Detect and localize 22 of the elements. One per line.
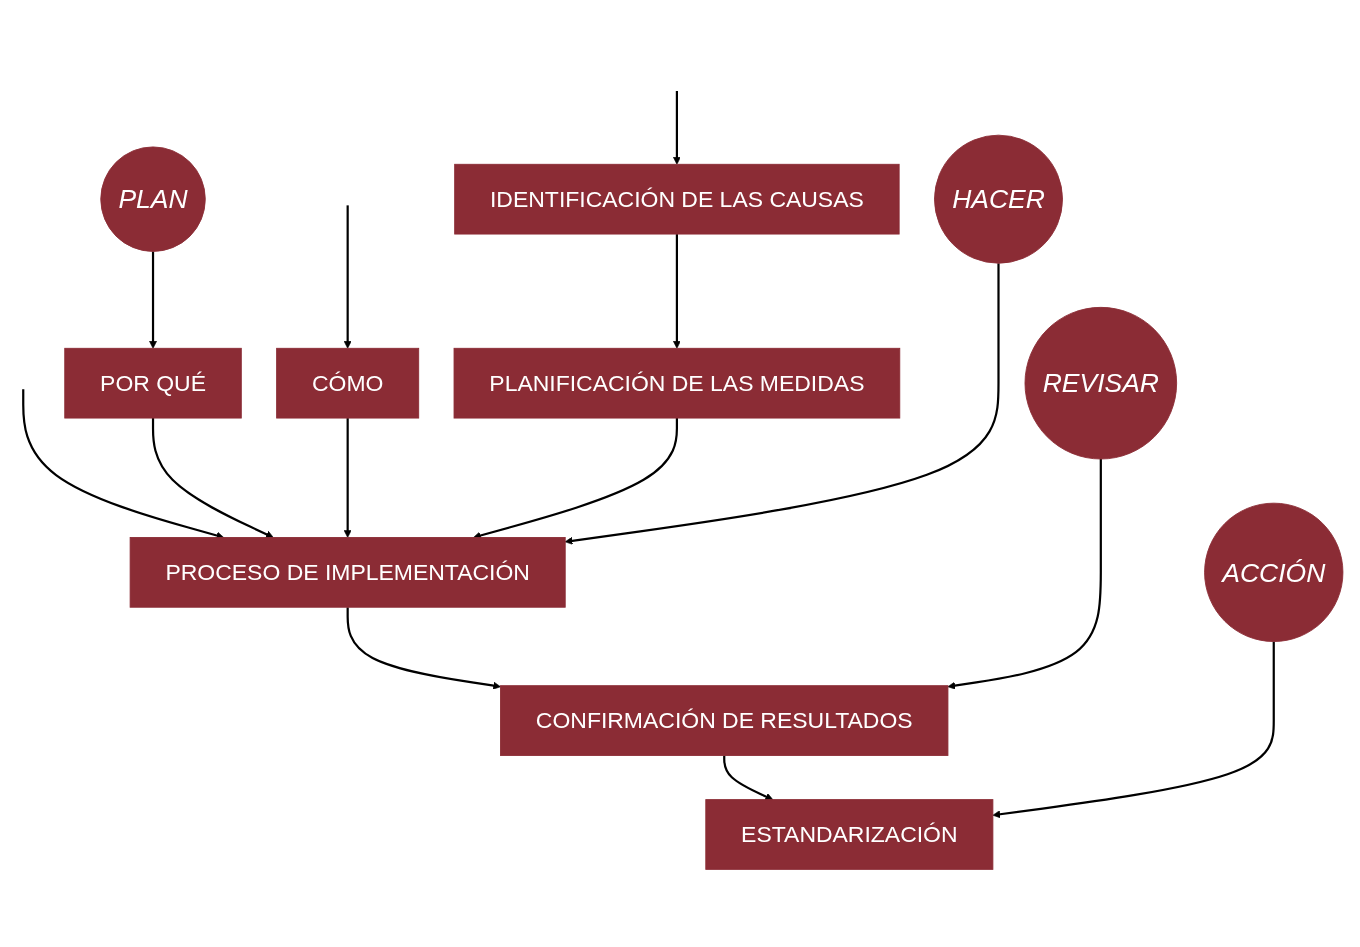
- arrow: [673, 233, 681, 349]
- node-box: ESTANDARIZACIÓN: [705, 798, 994, 870]
- arrow: [564, 262, 1000, 545]
- node-box: IDENTIFICACIÓN DE LAS CAUSAS: [454, 163, 900, 234]
- node-box: POR QUÉ: [64, 347, 242, 418]
- arrow: [149, 250, 157, 349]
- arrow: [992, 641, 1275, 818]
- node-circle: HACER: [934, 134, 1063, 264]
- arrow: [346, 606, 501, 689]
- node-box: CONFIRMACIÓN DE RESULTADOS: [500, 684, 949, 756]
- arrow: [343, 417, 352, 538]
- arrow: [673, 90, 681, 165]
- node-circle: REVISAR: [1024, 306, 1178, 459]
- node-box: PROCESO DE IMPLEMENTACIÓN: [129, 536, 566, 608]
- node-circle: ACCIÓN: [1204, 502, 1344, 642]
- node-circle: PLAN: [100, 145, 206, 252]
- arrow: [343, 204, 352, 349]
- arrow: [947, 458, 1102, 689]
- node-box: CÓMO: [276, 347, 420, 418]
- arrow: [723, 754, 774, 800]
- arrow: [151, 417, 274, 538]
- node-box: PLANIFICACIÓN DE LAS MEDIDAS: [453, 347, 901, 418]
